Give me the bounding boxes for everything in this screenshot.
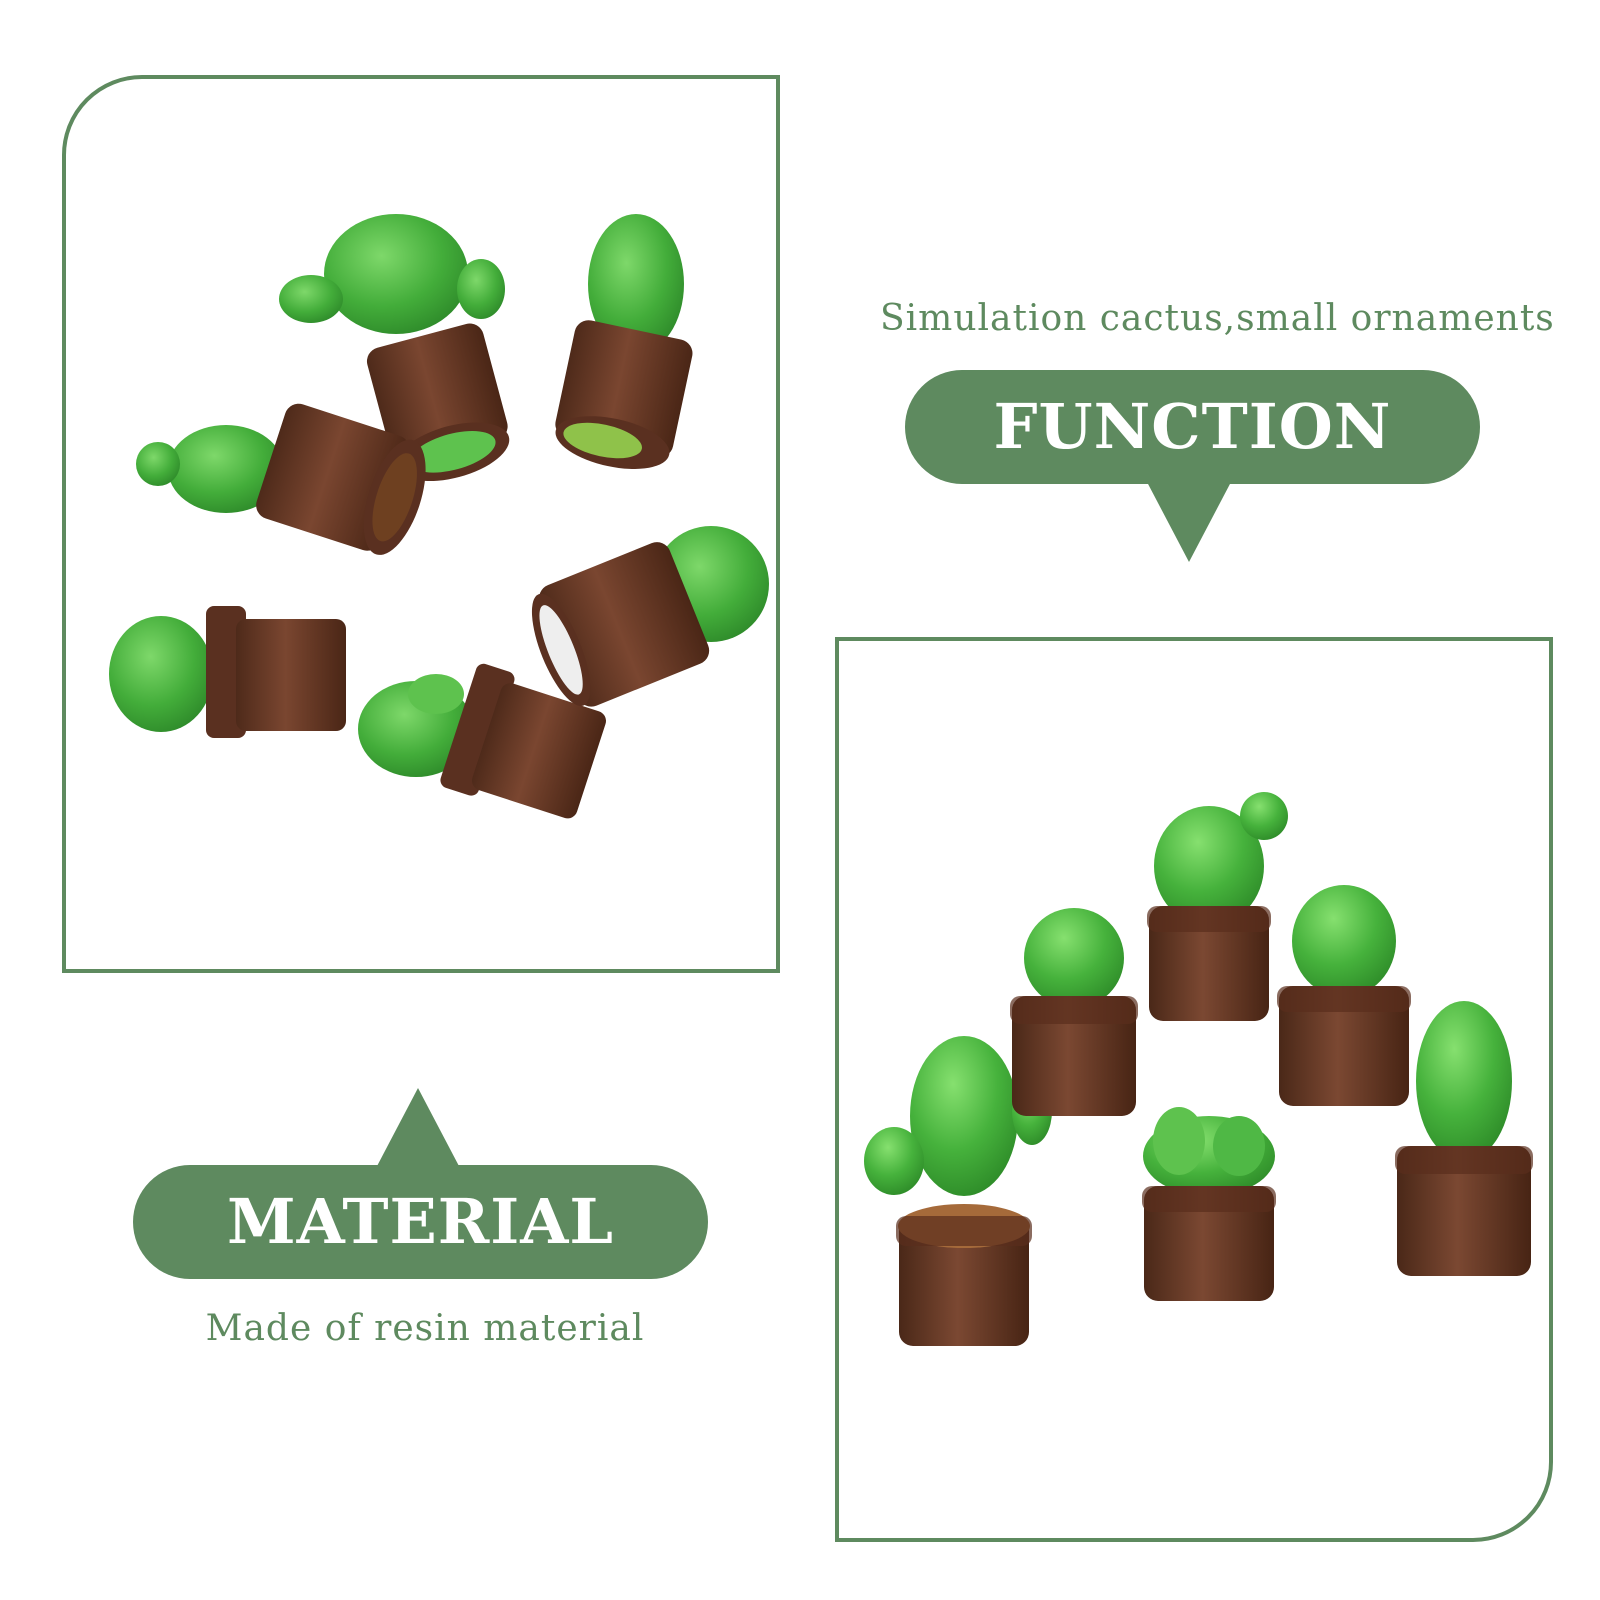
potted-cactus-cluster — [1142, 1107, 1276, 1301]
potted-cactus-round — [1010, 908, 1138, 1116]
material-caption: Made of resin material — [205, 1308, 645, 1349]
product-photo-magnets — [62, 75, 780, 973]
cactus-magnet-2 — [555, 214, 693, 469]
cactus-magnet-6 — [531, 526, 769, 707]
cactus-magnet-5 — [358, 663, 606, 819]
potted-cactus-barrel — [1277, 885, 1411, 1106]
potted-cactus-column — [1395, 1001, 1533, 1276]
function-badge: FUNCTION — [905, 370, 1480, 484]
cactus-magnet-1 — [279, 214, 510, 482]
potted-cactus-bud — [1147, 792, 1288, 1021]
material-pointer-arrow — [376, 1088, 460, 1168]
upright-cactus-ornaments-image — [864, 792, 1533, 1346]
material-badge: MATERIAL — [133, 1165, 708, 1279]
product-photo-upright — [835, 637, 1553, 1542]
cactus-magnet-4 — [109, 606, 346, 738]
function-pointer-arrow — [1147, 482, 1231, 562]
scattered-cactus-magnets-image — [109, 214, 769, 819]
cactus-magnet-3 — [136, 403, 426, 555]
function-caption: Simulation cactus,small ornaments — [880, 298, 1555, 339]
